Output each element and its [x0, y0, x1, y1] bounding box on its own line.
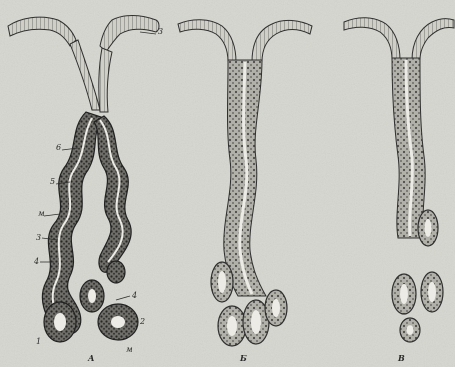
- panel-a-acinus-2-lumen: [111, 316, 125, 328]
- callout-m-upper: м: [38, 210, 45, 218]
- callout-5: 5: [50, 178, 55, 186]
- callout-2: 2: [140, 318, 145, 326]
- panel-c-tube: [392, 58, 425, 238]
- callout-3-gland: 3: [36, 234, 41, 242]
- panel-label-c: В: [398, 354, 405, 362]
- callout-1: 1: [36, 338, 41, 346]
- callout-m-lower: м: [126, 346, 133, 354]
- callout-3-surface: 3: [158, 28, 163, 36]
- panel-a-acinus-4: [107, 261, 125, 283]
- panel-label-a: А: [88, 354, 95, 362]
- callout-4-left: 4: [34, 258, 39, 266]
- callout-6: 6: [56, 144, 61, 152]
- panel-a-acinus-3-lumen: [54, 313, 66, 331]
- callout-4-right: 4: [132, 292, 137, 300]
- panel-a-acinus-1-lumen: [88, 289, 96, 303]
- panel-label-b: Б: [240, 354, 247, 362]
